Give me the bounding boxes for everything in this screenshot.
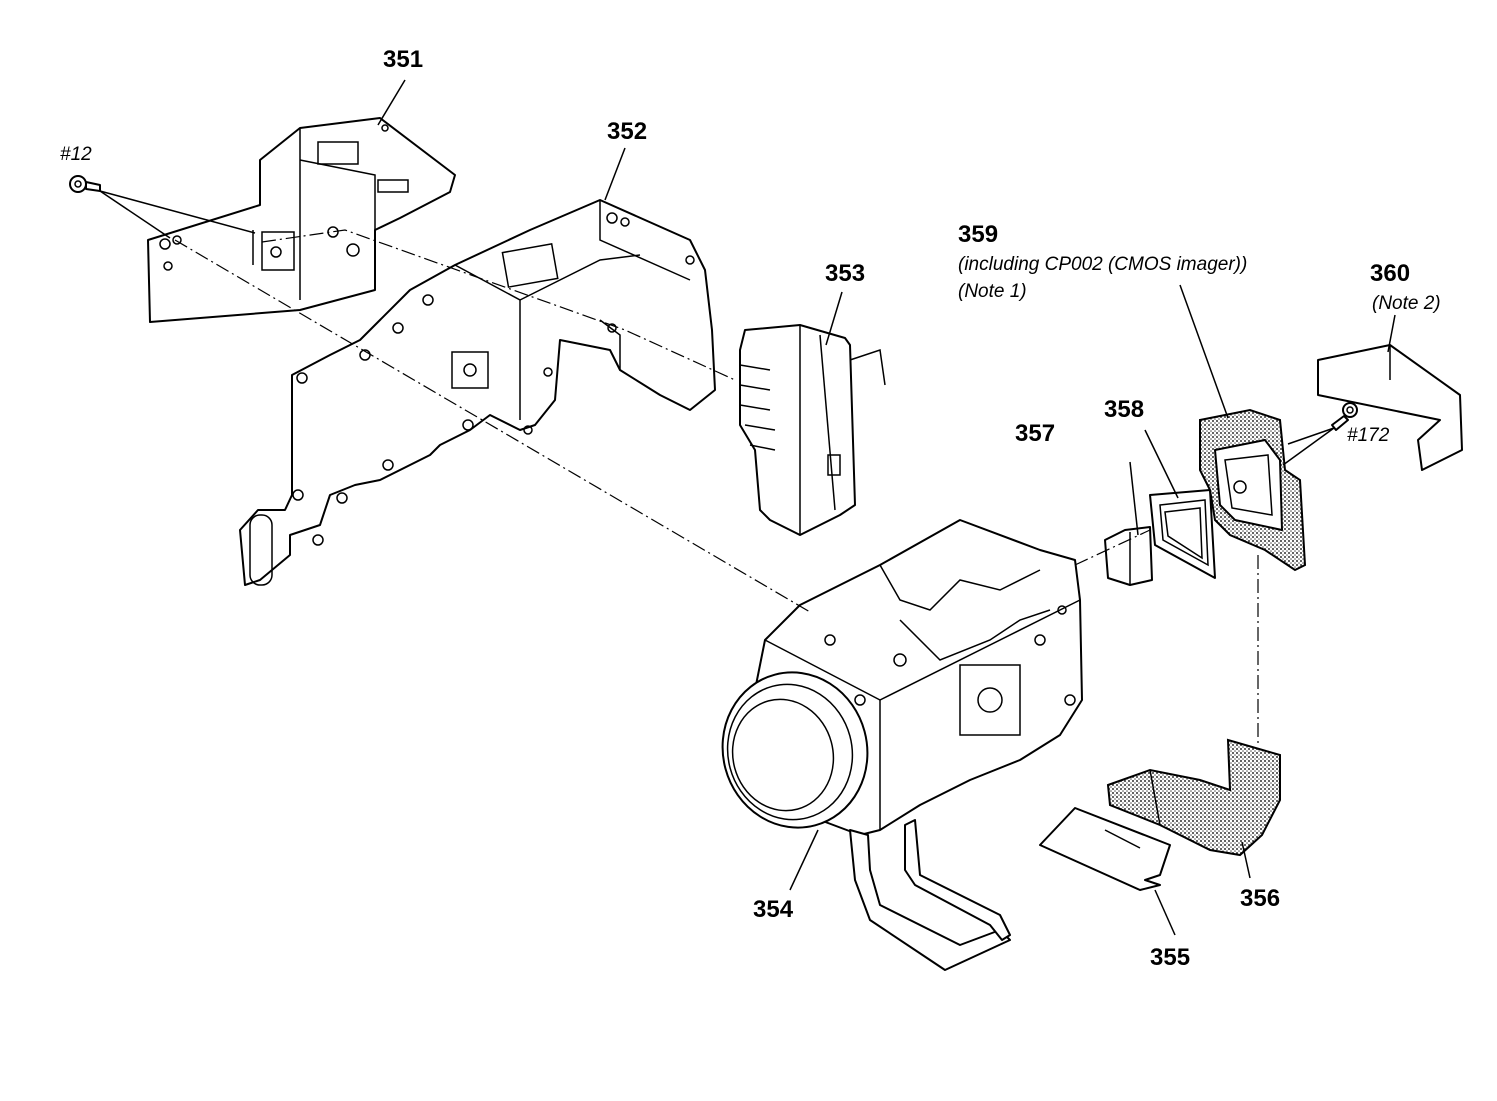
part-359-cmos-board: [1199, 408, 1307, 572]
label-355: 355: [1150, 944, 1191, 971]
leader-lines: [377, 79, 1396, 936]
part-354-lens-block: [721, 519, 1083, 971]
label-356: 356: [1240, 885, 1281, 912]
label-358: 358: [1104, 396, 1145, 423]
screw-172: [1282, 402, 1358, 466]
part-357-filter: [1104, 526, 1153, 586]
screw-12: [69, 175, 256, 239]
label-360: 360: [1370, 260, 1411, 287]
part-356-shield: [1106, 738, 1281, 857]
part-353-bracket: [739, 324, 886, 536]
label-357: 357: [1015, 420, 1056, 447]
label-360-note: (Note 2): [1372, 293, 1441, 314]
part-351-bracket: [147, 117, 456, 323]
label-359-description: (including CP002 (CMOS imager)): [958, 254, 1248, 275]
part-352-chassis: [239, 199, 716, 586]
label-screw-172: #172: [1347, 425, 1390, 446]
label-351: 351: [383, 46, 424, 73]
label-352: 352: [607, 118, 648, 145]
part-358-frame: [1149, 489, 1216, 579]
part-360-strip: [1317, 344, 1463, 471]
assembly-guide-lines: [174, 229, 1259, 745]
label-359-note: (Note 1): [958, 281, 1027, 302]
label-359: 359: [958, 221, 999, 248]
label-screw-12: #12: [60, 144, 92, 165]
label-353: 353: [825, 260, 866, 287]
part-355-sheet: [1039, 807, 1171, 891]
label-354: 354: [753, 896, 794, 923]
